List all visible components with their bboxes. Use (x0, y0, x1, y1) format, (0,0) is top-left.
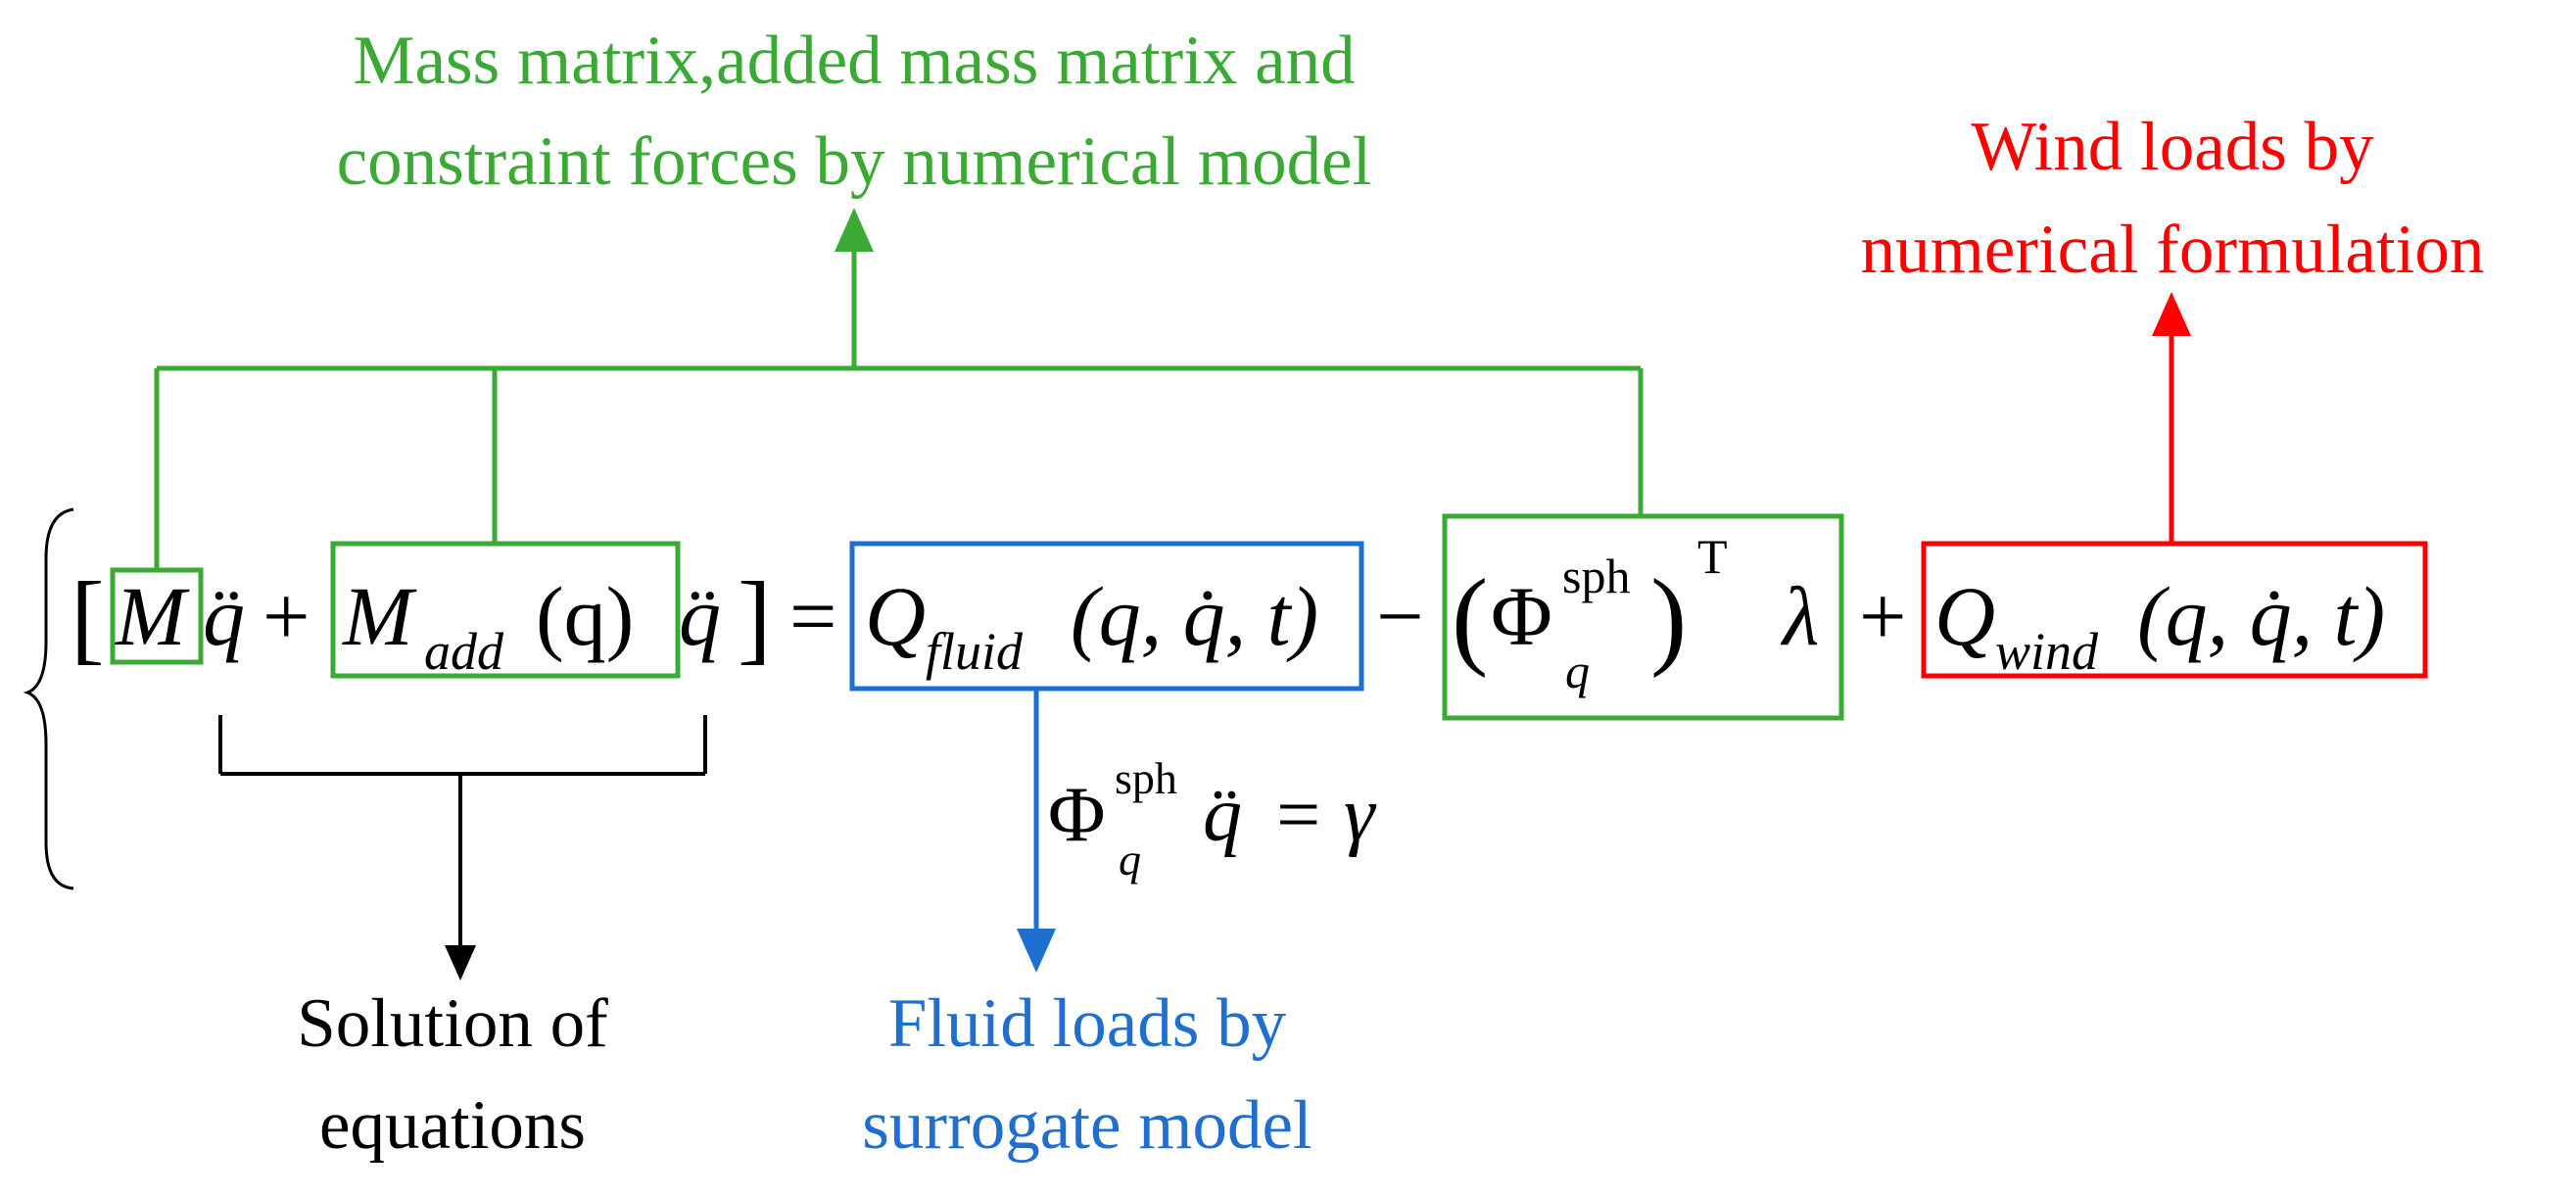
blue-label-line-2: surrogate model (862, 1087, 1312, 1164)
constraint-force-box (1442, 513, 1844, 721)
plus-1: + (262, 569, 310, 663)
lambda-symbol: λ (1780, 569, 1819, 663)
phi-subscript: q (1565, 644, 1590, 698)
constraint-phi: Φ (1048, 772, 1105, 858)
wind-load-box (1921, 541, 2428, 679)
green-label-line-2: constraint forces by numerical model (337, 123, 1372, 200)
phi-symbol: Φ (1491, 569, 1552, 663)
transpose-symbol: T (1697, 529, 1728, 584)
fluid-load-box (849, 541, 1364, 692)
black-label-line-2: equations (319, 1087, 586, 1164)
constraint-acceleration: q̈ (1203, 772, 1242, 858)
blue-label-line-1: Fluid loads by (888, 985, 1287, 1062)
black-label-line-1: Solution of (297, 985, 608, 1062)
wind-arguments: (q, q̇, t) (2137, 569, 2385, 663)
green-connector (154, 208, 1644, 568)
green-label-line-1: Mass matrix,added mass matrix and (353, 23, 1355, 99)
mass-matrix-box (110, 567, 204, 665)
left-brace (23, 507, 74, 890)
phi-superscript: sph (1562, 549, 1630, 603)
added-mass-argument: (q) (536, 569, 634, 663)
acceleration-1: q̈ (203, 569, 245, 663)
red-label-line-1: Wind loads by (1971, 109, 2374, 185)
fluid-arguments: (q, q̇, t) (1071, 569, 1318, 663)
right-paren: ) (1650, 557, 1687, 679)
acceleration-2: q̈ (679, 569, 721, 663)
fluid-subscript: fluid (926, 622, 1024, 681)
red-label-line-2: numerical formulation (1861, 212, 2485, 288)
left-paren: ( (1452, 557, 1488, 679)
constraint-phi-subscript: q (1119, 835, 1141, 885)
fluid-load-symbol: Q (865, 569, 926, 663)
plus-2: + (1859, 569, 1907, 663)
right-bracket: ] (738, 561, 772, 674)
minus-1: − (1376, 569, 1424, 663)
wind-load-symbol: Q (1934, 569, 1995, 663)
added-mass-box (330, 541, 681, 679)
equals-1: = (789, 569, 837, 663)
black-connector (218, 715, 707, 981)
left-bracket: [ (71, 561, 105, 674)
constraint-equals-gamma: = γ (1271, 772, 1377, 858)
added-mass-symbol: M (341, 569, 417, 663)
constraint-phi-superscript: sph (1115, 753, 1177, 803)
mass-symbol: M (114, 569, 190, 663)
wind-subscript: wind (1995, 622, 2099, 681)
added-mass-subscript: add (424, 622, 504, 681)
